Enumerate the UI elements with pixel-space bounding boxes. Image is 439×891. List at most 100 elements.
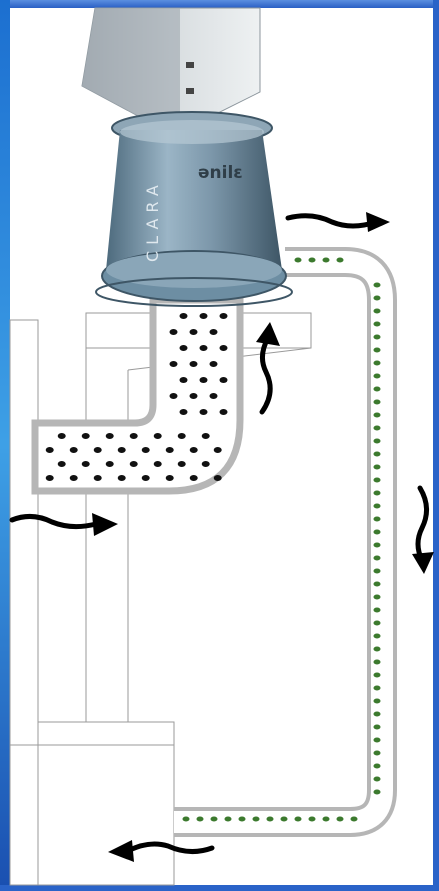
dirty-particle bbox=[94, 447, 102, 453]
return-particle bbox=[374, 634, 381, 639]
dirty-particle bbox=[210, 393, 218, 399]
return-particle bbox=[374, 452, 381, 457]
dirty-particle bbox=[214, 447, 222, 453]
return-particle bbox=[374, 504, 381, 509]
return-particle bbox=[374, 374, 381, 379]
brand-label: ǝnilԑ bbox=[198, 163, 243, 183]
dirty-particle bbox=[130, 433, 138, 439]
return-particle bbox=[374, 777, 381, 782]
return-particle bbox=[374, 621, 381, 626]
return-particle bbox=[374, 439, 381, 444]
return-particle bbox=[337, 258, 344, 263]
dirty-particle bbox=[170, 329, 178, 335]
vertical-product-label: CLARA bbox=[143, 179, 162, 262]
dirty-particle bbox=[180, 377, 188, 383]
return-particle bbox=[374, 361, 381, 366]
dirty-particle bbox=[58, 433, 66, 439]
dirty-particle bbox=[190, 329, 198, 335]
dirty-particle bbox=[190, 361, 198, 367]
return-particle bbox=[323, 817, 330, 822]
return-particle bbox=[253, 817, 260, 822]
dirty-particle bbox=[106, 461, 114, 467]
return-particle bbox=[374, 595, 381, 600]
return-particle bbox=[374, 322, 381, 327]
dirty-particle bbox=[220, 345, 228, 351]
return-particle bbox=[267, 817, 274, 822]
dirty-particle bbox=[220, 409, 228, 415]
return-particle bbox=[374, 413, 381, 418]
dirty-particle bbox=[200, 377, 208, 383]
exhaust-arrow-top-right bbox=[288, 212, 390, 232]
return-particle bbox=[374, 556, 381, 561]
return-particle bbox=[337, 817, 344, 822]
dirty-particle bbox=[154, 433, 162, 439]
return-particle bbox=[374, 309, 381, 314]
clara-device bbox=[82, 8, 292, 306]
dirty-particle bbox=[106, 433, 114, 439]
return-particle bbox=[374, 751, 381, 756]
return-particle bbox=[183, 817, 190, 822]
return-particle bbox=[374, 517, 381, 522]
return-particle bbox=[351, 817, 358, 822]
dirty-particle bbox=[130, 461, 138, 467]
return-particle bbox=[374, 296, 381, 301]
return-particle bbox=[374, 764, 381, 769]
return-particle bbox=[295, 258, 302, 263]
return-particle bbox=[374, 348, 381, 353]
return-particle bbox=[374, 569, 381, 574]
return-particle bbox=[374, 543, 381, 548]
return-particle bbox=[374, 660, 381, 665]
dirty-particle bbox=[154, 461, 162, 467]
dirty-particle bbox=[118, 475, 126, 481]
return-particle bbox=[374, 426, 381, 431]
return-particle bbox=[374, 725, 381, 730]
dirty-particle bbox=[190, 475, 198, 481]
inlet-duct bbox=[35, 300, 240, 491]
dirty-particle bbox=[82, 433, 90, 439]
return-particle bbox=[374, 790, 381, 795]
dirty-particle bbox=[190, 447, 198, 453]
dirty-particle bbox=[82, 461, 90, 467]
window-right-border bbox=[433, 0, 439, 891]
dirty-particle bbox=[46, 447, 54, 453]
return-particle bbox=[309, 817, 316, 822]
return-particle bbox=[374, 738, 381, 743]
dirty-particle bbox=[202, 461, 210, 467]
return-particle bbox=[211, 817, 218, 822]
return-particle bbox=[374, 712, 381, 717]
return-particle bbox=[309, 258, 316, 263]
return-particle bbox=[374, 465, 381, 470]
dirty-particle bbox=[200, 409, 208, 415]
dirty-particle bbox=[70, 475, 78, 481]
dirty-particle bbox=[166, 475, 174, 481]
dirty-particle bbox=[202, 433, 210, 439]
outlet-arrow-bottom bbox=[108, 840, 212, 862]
dirty-particle bbox=[220, 313, 228, 319]
return-particle bbox=[225, 817, 232, 822]
return-particle bbox=[374, 283, 381, 288]
left-background-strip bbox=[0, 0, 10, 891]
dirty-particle bbox=[166, 447, 174, 453]
return-particle bbox=[323, 258, 330, 263]
dirty-particle bbox=[118, 447, 126, 453]
dirty-particle bbox=[170, 393, 178, 399]
return-particle bbox=[281, 817, 288, 822]
return-particle bbox=[374, 686, 381, 691]
window-bottom-border bbox=[0, 885, 439, 891]
return-particle bbox=[374, 608, 381, 613]
return-particle bbox=[295, 817, 302, 822]
dirty-particle bbox=[190, 393, 198, 399]
dirty-particle bbox=[180, 409, 188, 415]
dirty-particle bbox=[58, 461, 66, 467]
dirty-particle bbox=[46, 475, 54, 481]
return-particle bbox=[374, 478, 381, 483]
return-particle bbox=[374, 582, 381, 587]
return-particle bbox=[374, 335, 381, 340]
dirty-particle bbox=[214, 475, 222, 481]
return-particle bbox=[239, 817, 246, 822]
downdraft-arrow-right bbox=[412, 488, 434, 574]
dirty-particle bbox=[178, 461, 186, 467]
return-particle bbox=[374, 387, 381, 392]
dirty-particle bbox=[180, 345, 188, 351]
